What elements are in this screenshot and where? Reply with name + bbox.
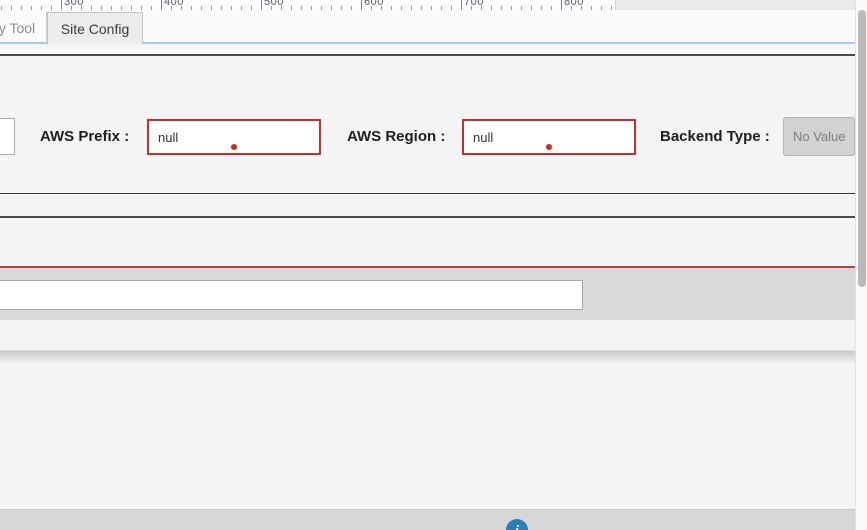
info-icon[interactable]: i — [506, 519, 528, 530]
vertical-scrollbar[interactable] — [855, 0, 867, 530]
site-config-panel: AWS Prefix : AWS Region : Backend Type :… — [0, 56, 855, 530]
ruler-tick-label: 300 — [64, 0, 84, 8]
vertical-scrollbar-thumb[interactable] — [858, 10, 866, 287]
tab-query-tool[interactable]: y Tool — [0, 12, 47, 44]
aws-prefix-error-dot — [231, 144, 237, 150]
tab-bar: y Tool Site Config — [0, 10, 855, 44]
tab-gap-strip — [0, 46, 855, 54]
ruler-tick-label: 400 — [164, 0, 184, 8]
panel-top-border — [0, 54, 855, 56]
footer-band — [0, 509, 855, 530]
tab-site-config-label: Site Config — [60, 20, 130, 37]
backend-type-label: Backend Type : — [660, 128, 770, 145]
aws-prefix-label: AWS Prefix : — [40, 128, 130, 145]
ruler-major-tick — [561, 0, 562, 10]
separator-line-1 — [0, 193, 855, 195]
clipped-left-input[interactable] — [0, 118, 15, 155]
ruler-tick-label: 500 — [264, 0, 284, 8]
aws-region-error-dot — [546, 144, 552, 150]
separator-line-2 — [0, 216, 855, 218]
aws-region-field-wrap — [462, 119, 636, 155]
separator-line-red — [0, 266, 855, 268]
aws-prefix-field-wrap — [147, 119, 321, 155]
section-shadow — [0, 350, 855, 364]
wide-text-input[interactable] — [0, 280, 583, 310]
aws-region-label: AWS Region : — [347, 128, 446, 145]
ruler-major-tick — [361, 0, 362, 10]
tab-site-config[interactable]: Site Config — [47, 12, 143, 44]
light-band — [0, 320, 855, 350]
ruler-tick-label: 600 — [364, 0, 384, 8]
ruler-major-tick — [461, 0, 462, 10]
tab-query-tool-label: y Tool — [0, 20, 36, 36]
backend-type-select[interactable]: No Value — [783, 117, 855, 156]
ruler-tick-label: 700 — [464, 0, 484, 8]
ruler-major-tick — [61, 0, 62, 10]
ruler-tick-label: 800 — [564, 0, 584, 8]
ruler-major-tick — [161, 0, 162, 10]
ruler-major-tick — [261, 0, 262, 10]
horizontal-ruler: 300 400 500 600 700 800 — [0, 0, 855, 10]
info-icon-glyph: i — [515, 522, 519, 530]
ruler-scale: 300 400 500 600 700 800 — [0, 0, 616, 10]
backend-type-value: No Value — [793, 129, 846, 144]
